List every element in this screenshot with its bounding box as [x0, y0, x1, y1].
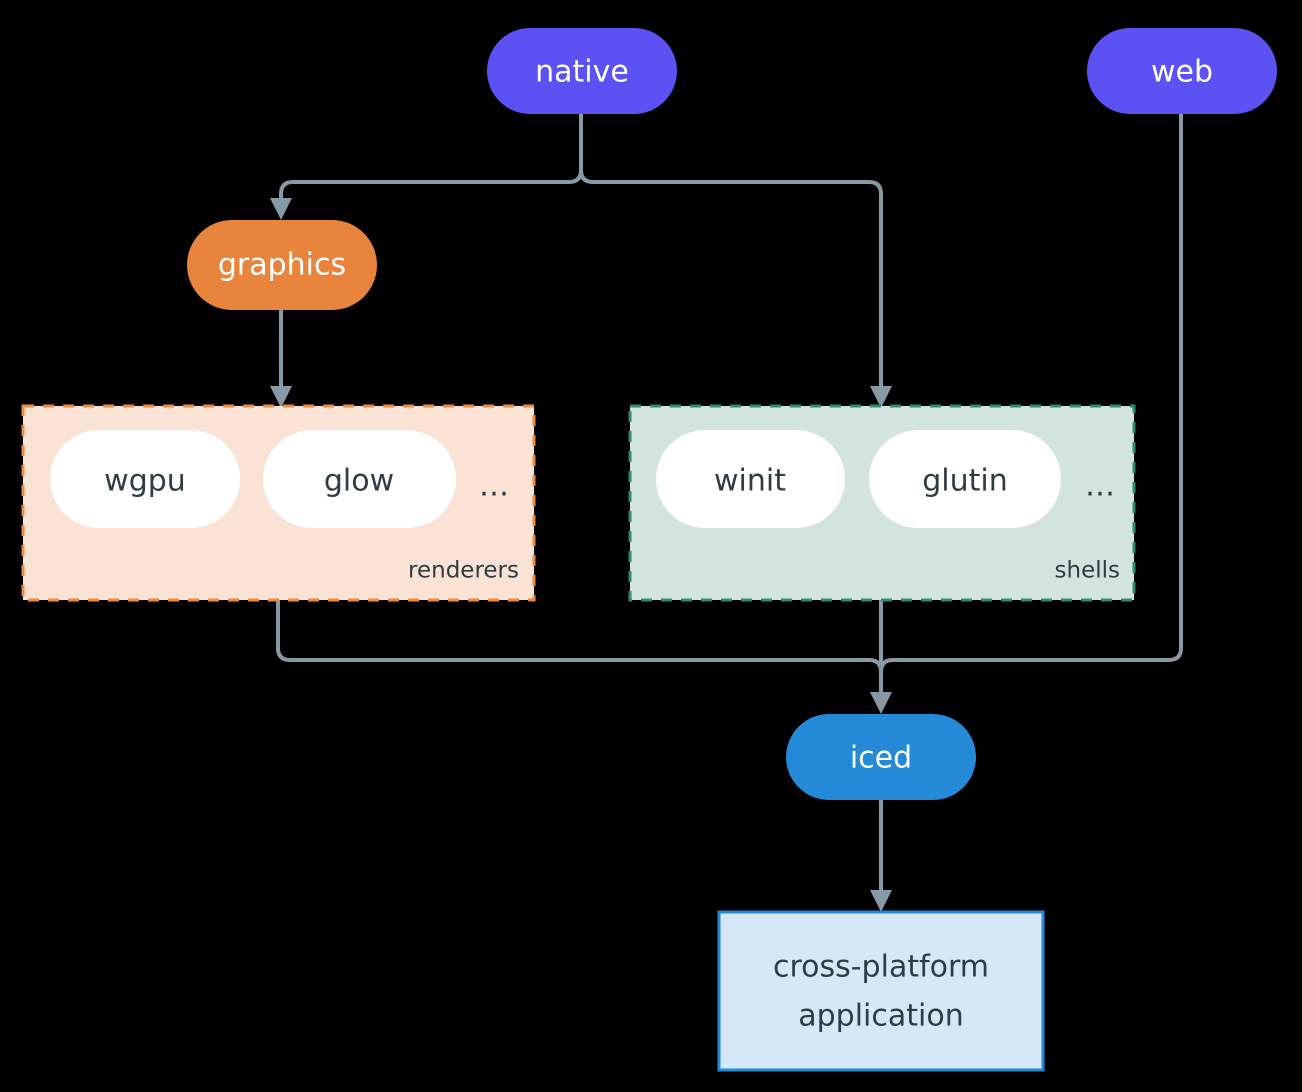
node-application-label-line2: application: [798, 999, 963, 1034]
node-web[interactable]: web: [1087, 28, 1277, 114]
node-graphics-label: graphics: [218, 248, 346, 283]
edge-renderers-to-iced: [276, 600, 883, 694]
edge-native-to-graphics: [279, 114, 583, 200]
arrowhead-native-to-graphics: [270, 198, 292, 220]
node-application[interactable]: cross-platform application: [717, 910, 1045, 1072]
node-web-shape[interactable]: [1087, 28, 1277, 114]
node-native-shape[interactable]: [487, 28, 677, 114]
renderers-overflow-ellipsis: …: [479, 469, 509, 504]
shells-caption: shells: [1055, 558, 1120, 584]
arrowhead-native-to-shells: [870, 386, 892, 408]
chip-glutin[interactable]: [869, 430, 1061, 528]
chip-winit-label: winit: [714, 464, 786, 499]
chip-glow-label: glow: [324, 464, 394, 499]
arrowhead-graphics-to-renderers: [270, 386, 292, 408]
node-native-label: native: [535, 55, 629, 90]
chip-winit[interactable]: [656, 430, 845, 528]
node-application-shape[interactable]: [717, 910, 1045, 1072]
chip-glutin-label: glutin: [922, 464, 1008, 499]
arrowhead-iced-to-application: [870, 890, 892, 912]
group-renderers: wgpu glow … renderers: [21, 404, 536, 602]
node-iced-shape[interactable]: [786, 714, 976, 800]
edge-web-to-iced: [879, 114, 1183, 694]
arrowhead-into-iced: [870, 692, 892, 714]
node-iced-label: iced: [850, 741, 912, 776]
node-application-label-line1: cross-platform: [773, 950, 989, 985]
edge-layer: [270, 114, 1183, 912]
node-graphics-shape[interactable]: [187, 220, 377, 310]
chip-wgpu-label: wgpu: [104, 464, 186, 499]
node-graphics[interactable]: graphics: [187, 220, 377, 310]
node-web-label: web: [1151, 55, 1213, 90]
node-iced[interactable]: iced: [786, 714, 976, 800]
group-shells: winit glutin … shells: [628, 404, 1136, 602]
edge-native-to-shells: [579, 114, 883, 388]
chip-wgpu[interactable]: [50, 430, 240, 528]
node-native[interactable]: native: [487, 28, 677, 114]
shells-overflow-ellipsis: …: [1085, 469, 1115, 504]
renderers-caption: renderers: [408, 558, 519, 584]
chip-glow[interactable]: [263, 430, 456, 528]
